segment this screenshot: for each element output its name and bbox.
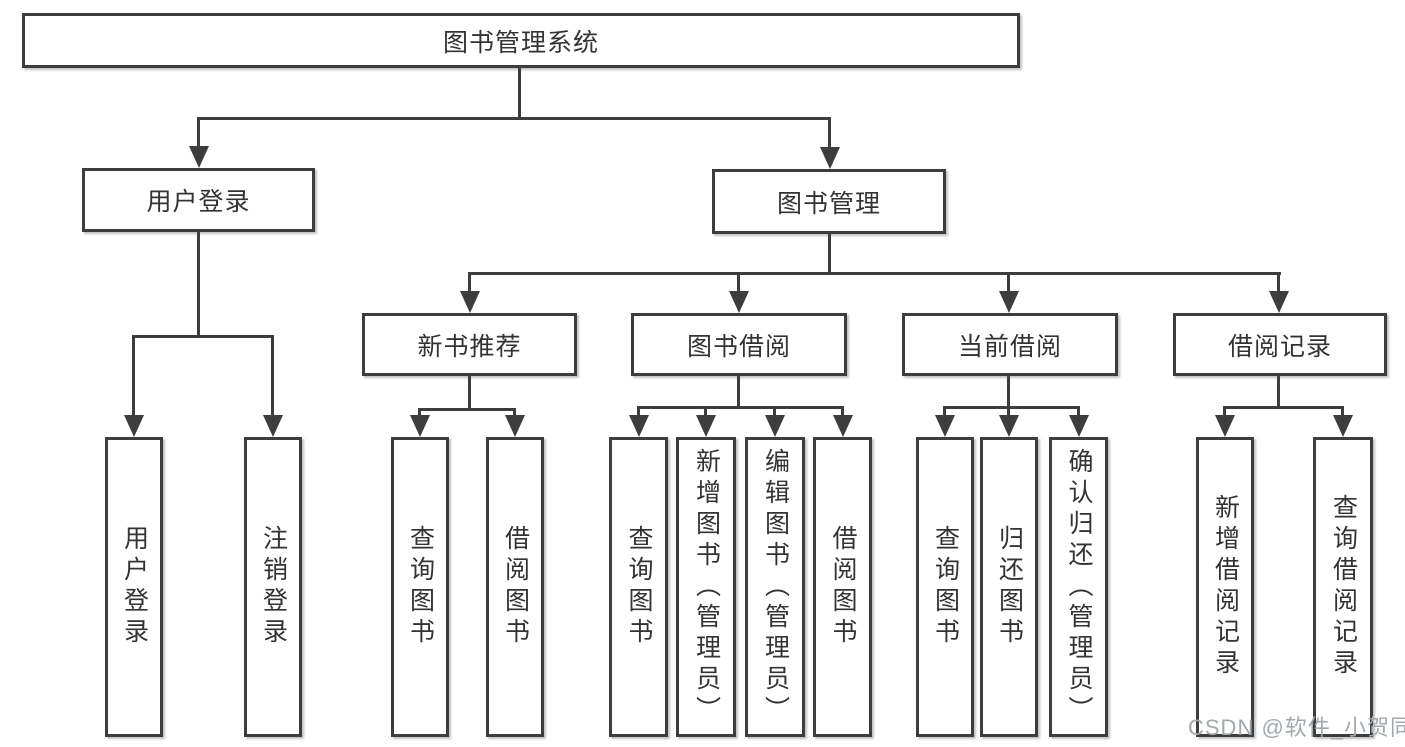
arrow-down-icon <box>124 415 144 437</box>
connector-book-borrow-stem <box>737 376 740 406</box>
connector-to-book-borrow <box>737 272 740 294</box>
arrow-down-icon <box>263 415 283 437</box>
connector-to-borrow-records <box>1277 272 1280 294</box>
node-book-management: 图书管理 <box>712 169 946 234</box>
connector-new-book-rec-stem <box>468 376 471 408</box>
node-root: 图书管理系统 <box>22 13 1020 68</box>
connector-user-login-rail <box>132 335 274 338</box>
connector-to-book-mgmt <box>828 117 831 153</box>
leaf-query-books-borrowing: 查询图书 <box>609 437 668 737</box>
arrow-down-icon <box>1269 291 1289 313</box>
connector-to-current-borrow <box>1007 272 1010 294</box>
leaf-confirm-return-admin: 确认归还（管理员） <box>1049 437 1108 737</box>
connector-to-leaf-bb-edit <box>773 406 776 422</box>
node-borrowing-records: 借阅记录 <box>1173 313 1387 376</box>
connector-to-leaf-user-login <box>132 335 135 419</box>
connector-borrow-records-rail <box>1223 406 1344 409</box>
connector-book-mgmt-stem <box>828 234 831 272</box>
arrow-down-icon <box>729 291 749 313</box>
arrow-down-icon <box>629 415 649 437</box>
leaf-user-login: 用户登录 <box>105 437 163 737</box>
connector-to-leaf-bb-borrow <box>841 406 844 422</box>
arrow-down-icon <box>1069 415 1089 437</box>
watermark-text: CSDN @软件_小贺同学 <box>1188 715 1405 740</box>
connector-to-leaf-cb-query <box>943 406 946 422</box>
leaf-borrow-books-recommend: 借阅图书 <box>486 437 544 737</box>
connector-level1-rail <box>197 117 831 120</box>
connector-to-new-book-rec <box>468 272 471 294</box>
arrow-down-icon <box>1333 415 1353 437</box>
connector-to-leaf-br-add <box>1223 406 1226 422</box>
arrow-down-icon <box>189 146 209 168</box>
leaf-query-books-current: 查询图书 <box>916 437 974 737</box>
connector-to-leaf-br-query <box>1341 406 1344 422</box>
connector-book-borrow-rail <box>637 406 844 409</box>
node-new-book-recommendation: 新书推荐 <box>362 313 577 376</box>
arrow-down-icon <box>833 415 853 437</box>
connector-to-leaf-cb-return <box>1007 406 1010 422</box>
arrow-down-icon <box>765 415 785 437</box>
connector-borrow-records-stem <box>1277 376 1280 406</box>
connector-to-leaf-bb-query <box>637 406 640 422</box>
leaf-add-books-admin: 新增图书（管理员） <box>676 437 736 737</box>
leaf-return-books: 归还图书 <box>980 437 1038 737</box>
arrow-down-icon <box>410 415 430 437</box>
arrow-down-icon <box>999 415 1019 437</box>
leaf-logout-login: 注销登录 <box>244 437 302 737</box>
node-user-login: 用户登录 <box>82 168 315 232</box>
connector-to-leaf-cb-confirm <box>1077 406 1080 422</box>
connector-user-login-stem <box>197 232 200 335</box>
connector-to-user-login <box>197 117 200 153</box>
arrow-down-icon <box>820 147 840 169</box>
connector-to-leaf-bb-add <box>704 406 707 422</box>
connector-root-stem <box>518 68 521 117</box>
leaf-query-borrow-record: 查询借阅记录 <box>1313 437 1373 737</box>
leaf-borrow-books-borrowing: 借阅图书 <box>813 437 872 737</box>
connector-current-borrow-rail <box>943 406 1080 409</box>
arrow-down-icon <box>935 415 955 437</box>
leaf-add-borrow-record: 新增借阅记录 <box>1196 437 1254 737</box>
arrow-down-icon <box>999 291 1019 313</box>
connector-to-leaf-logout <box>271 335 274 419</box>
arrow-down-icon <box>1215 415 1235 437</box>
leaf-query-books-recommend: 查询图书 <box>391 437 449 737</box>
connector-new-book-rec-rail <box>418 408 516 411</box>
arrow-down-icon <box>460 291 480 313</box>
arrow-down-icon <box>696 415 716 437</box>
leaf-edit-books-admin: 编辑图书（管理员） <box>745 437 805 737</box>
connector-current-borrow-stem <box>1007 376 1010 406</box>
arrow-down-icon <box>505 415 525 437</box>
node-current-borrowing: 当前借阅 <box>902 313 1118 376</box>
node-book-borrowing: 图书借阅 <box>631 313 847 376</box>
connector-level3-rail <box>468 272 1281 275</box>
